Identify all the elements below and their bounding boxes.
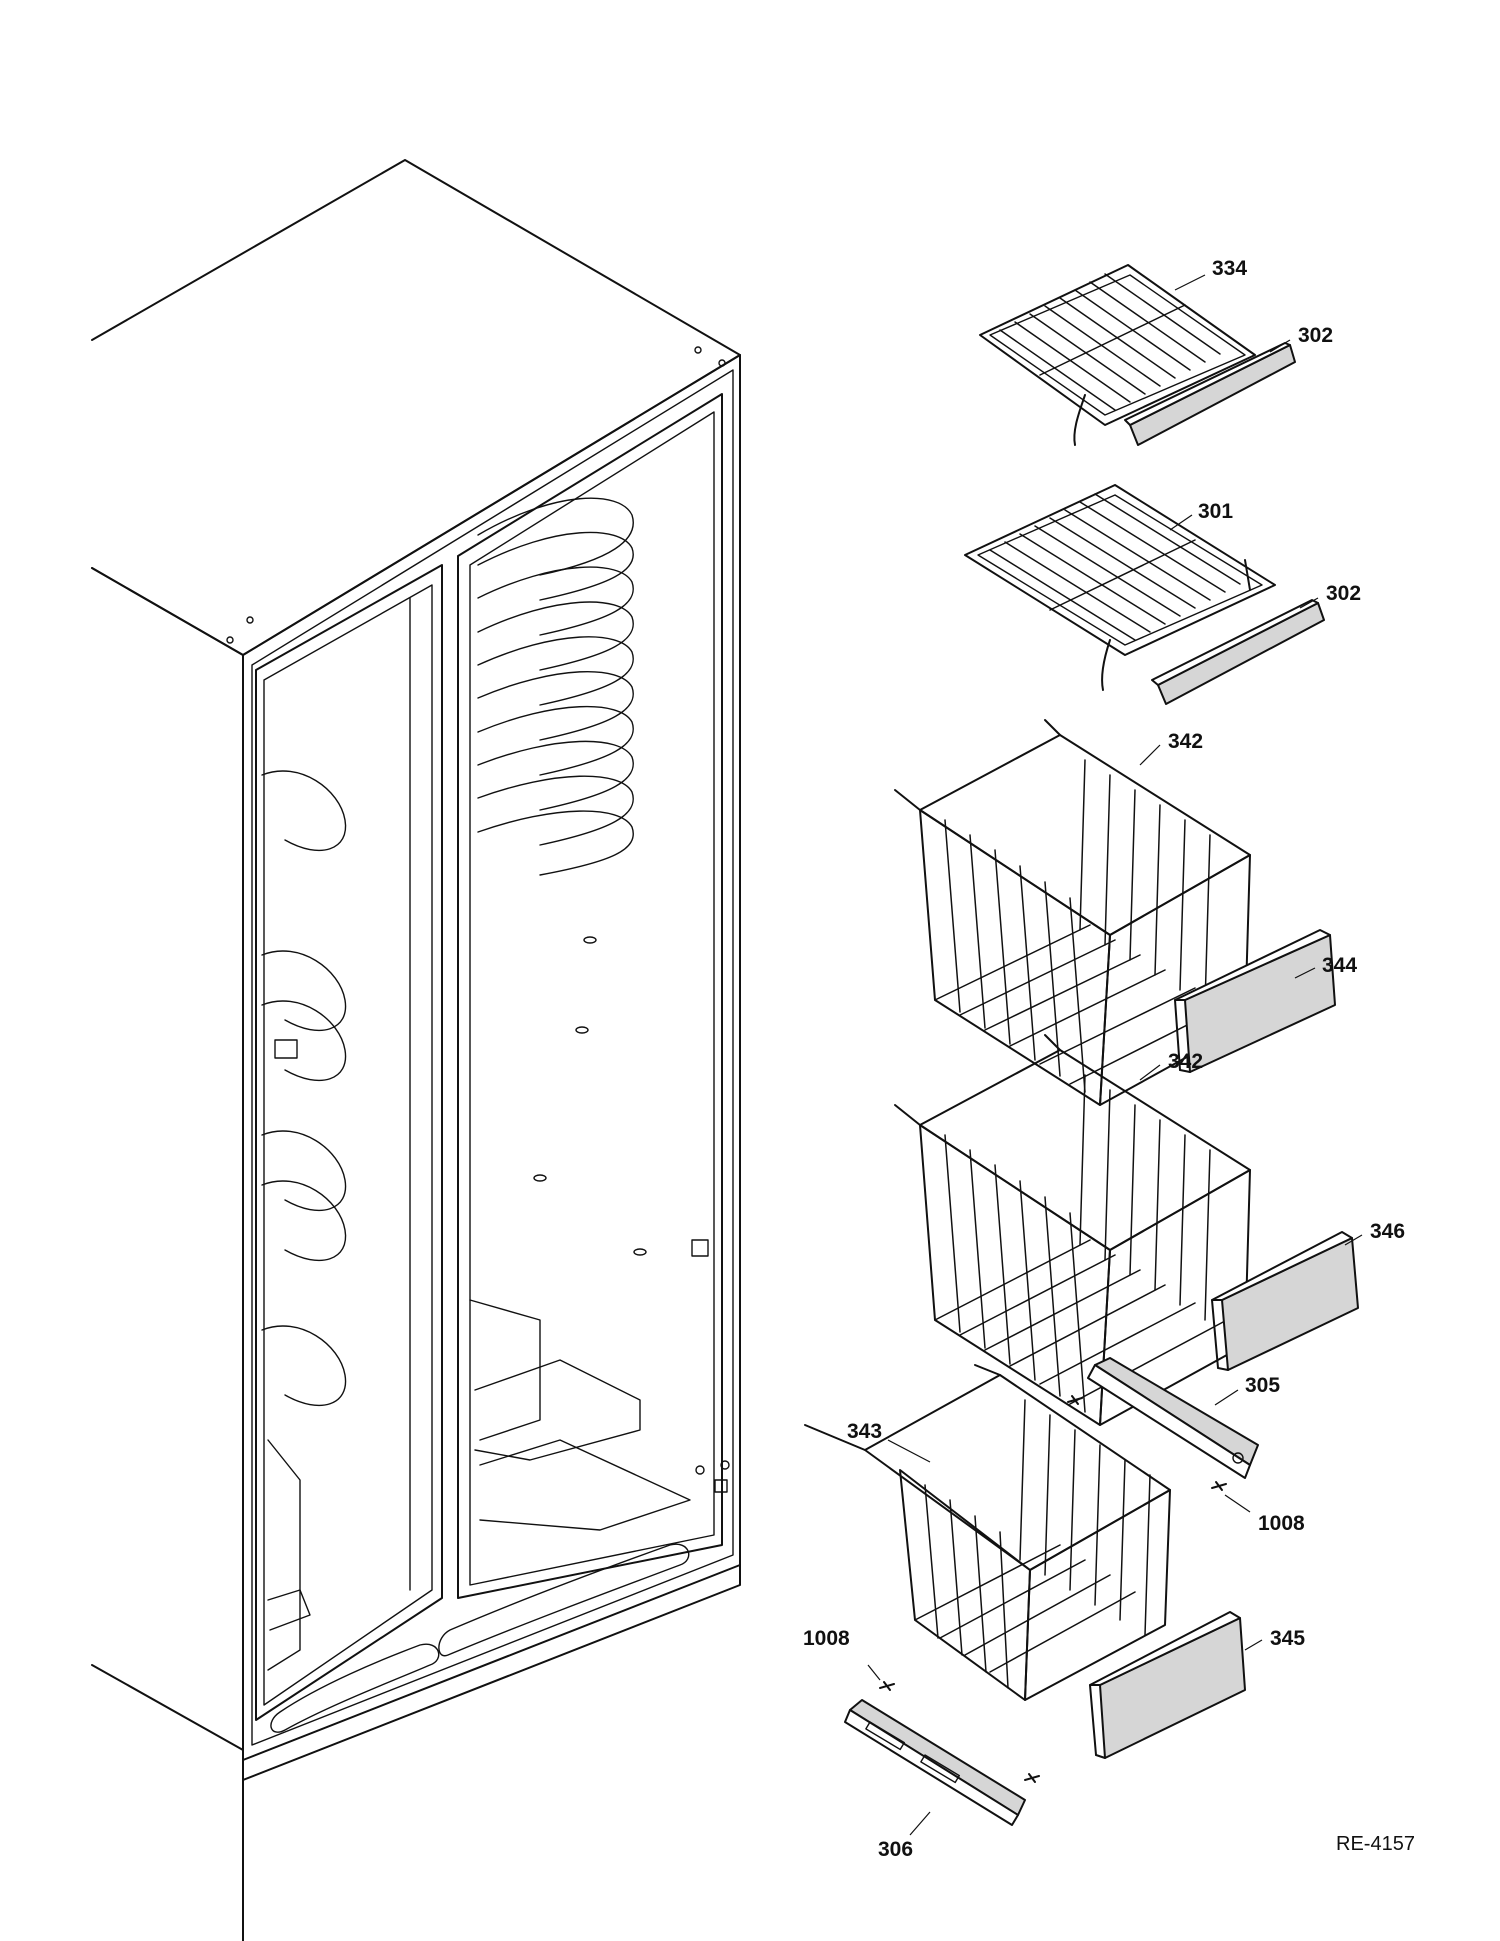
trim-302-top — [1124, 342, 1296, 446]
screws-1008-upper — [1067, 1395, 1227, 1491]
callout-302-lower: 302 — [1326, 582, 1361, 605]
rail-306 — [844, 1699, 1026, 1826]
callout-334: 334 — [1212, 257, 1247, 280]
callout-1008-right: 1008 — [1258, 1512, 1305, 1535]
callout-302-top: 302 — [1298, 324, 1333, 347]
panel-345 — [1089, 1611, 1246, 1759]
trim-302-lower — [1151, 599, 1325, 705]
panel-346 — [1211, 1231, 1359, 1371]
callout-345: 345 — [1270, 1627, 1305, 1650]
basket-342-lower — [894, 1034, 1251, 1426]
freezer-shelf-rails — [477, 497, 634, 876]
leader-lines — [867, 274, 1363, 1836]
basket-343 — [804, 1364, 1171, 1701]
callout-342-lower: 342 — [1168, 1050, 1203, 1073]
panel-344 — [1174, 929, 1336, 1073]
callout-346: 346 — [1370, 1220, 1405, 1243]
callout-342-upper: 342 — [1168, 730, 1203, 753]
refrigerator-cabinet — [91, 159, 741, 1941]
callout-305: 305 — [1245, 1374, 1280, 1397]
callout-343: 343 — [847, 1420, 882, 1443]
shelf-301 — [964, 484, 1276, 691]
callout-344: 344 — [1322, 954, 1357, 977]
screws-1008-lower — [879, 1681, 1040, 1783]
diagram-code: RE-4157 — [1336, 1833, 1415, 1855]
shelf-334 — [979, 264, 1256, 446]
callout-1008-left: 1008 — [803, 1627, 850, 1650]
callout-306: 306 — [878, 1838, 913, 1861]
callout-301: 301 — [1198, 500, 1233, 523]
fresh-food-rails — [261, 770, 347, 1407]
rail-305 — [1087, 1357, 1259, 1479]
